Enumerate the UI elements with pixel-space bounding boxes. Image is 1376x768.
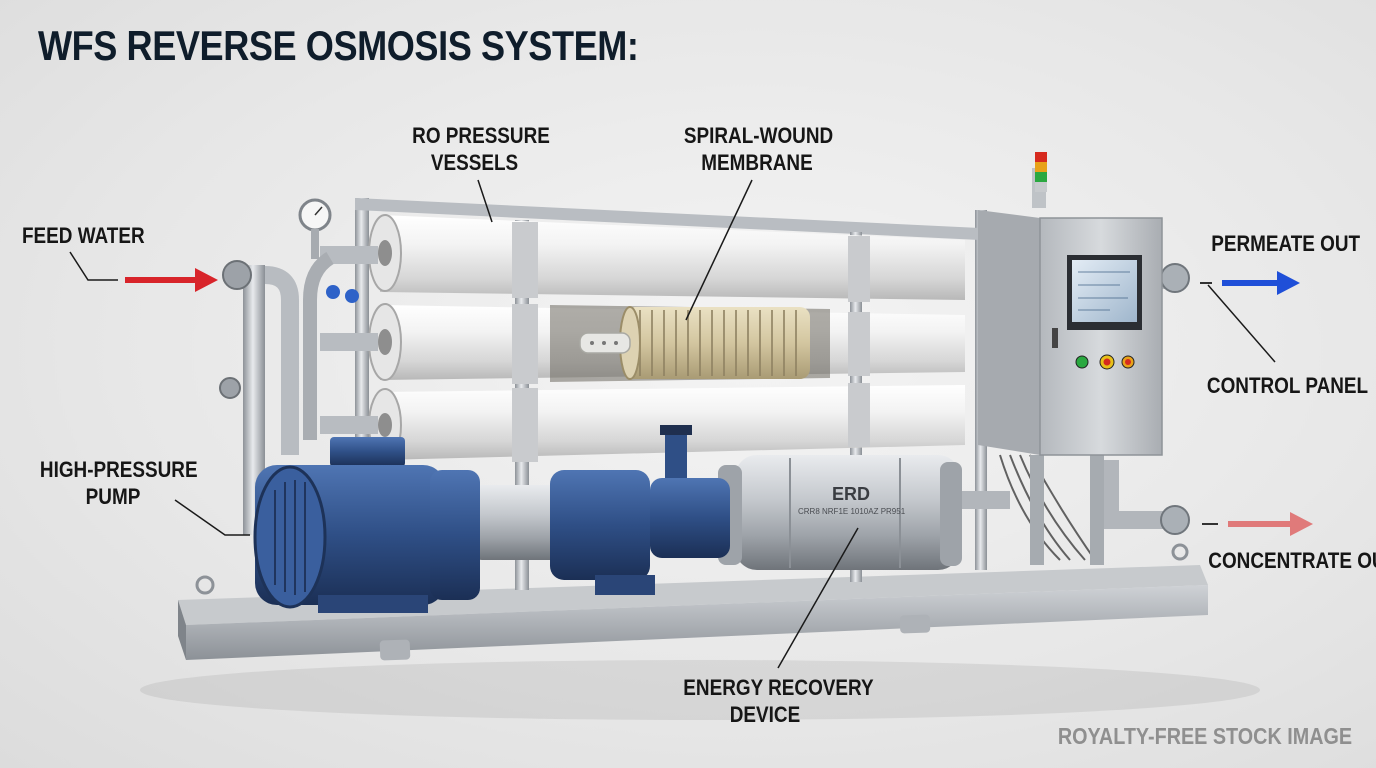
outlet-piping [962,263,1190,565]
control-panel-cabinet [978,152,1163,456]
leader-energy-recovery-device [777,527,859,669]
label-feed-water: FEED WATER [22,223,145,248]
leader-lines [69,179,1276,669]
permeate-out-arrow [1200,271,1300,295]
feed-water-arrow [125,268,218,292]
label-spiral-wound-membrane: SPIRAL-WOUND MEMBRANE [683,122,834,176]
label-energy-recovery-device-line2: DEVICE [729,702,801,727]
label-spiral-wound-membrane-line2: MEMBRANE [701,150,813,175]
diagram-title: WFS REVERSE OSMOSIS SYSTEM: [38,22,639,69]
leader-spiral-wound-membrane [685,179,753,321]
label-control-panel: CONTROL PANEL [1206,373,1369,398]
label-energy-recovery-device: ENERGY RECOVERY DEVICE [683,674,874,728]
concentrate-out-arrow [1202,512,1313,536]
label-permeate-out: PERMEATE OUT [1211,231,1361,256]
base-skid [178,543,1208,661]
label-ro-pressure-vessels-line1: RO PRESSURE [412,123,550,148]
erd-nameplate-label: ERD [832,484,870,504]
ground-shadow [140,660,1260,720]
leader-ro-pressure-vessels [477,179,493,223]
high-pressure-pump [253,437,655,613]
label-ro-pressure-vessels-line2: VESSELS [430,150,519,175]
label-high-pressure-pump: HIGH-PRESSURE PUMP [39,456,198,510]
label-high-pressure-pump-line1: HIGH-PRESSURE [39,457,198,482]
leader-control-panel [1207,284,1276,363]
feed-piping [219,198,378,535]
label-energy-recovery-device-line1: ENERGY RECOVERY [683,675,874,700]
energy-recovery-device: ERD CRR8 NRF1E 1010AZ PR951 [718,455,962,570]
leader-high-pressure-pump [174,499,250,536]
label-spiral-wound-membrane-line1: SPIRAL-WOUND [683,123,834,148]
vessel-top [368,214,965,302]
erd-nameplate-serial: CRR8 NRF1E 1010AZ PR951 [798,507,906,516]
label-ro-pressure-vessels: RO PRESSURE VESSELS [412,122,550,176]
label-concentrate-out: CONCENTRATE OUT [1208,548,1376,573]
leader-feed-water [69,251,118,281]
stock-image-watermark: ROYALTY-FREE STOCK IMAGE [1057,723,1352,749]
pump-discharge-piping [470,425,730,560]
label-high-pressure-pump-line2: PUMP [85,484,141,509]
spiral-wound-membrane [550,305,830,382]
